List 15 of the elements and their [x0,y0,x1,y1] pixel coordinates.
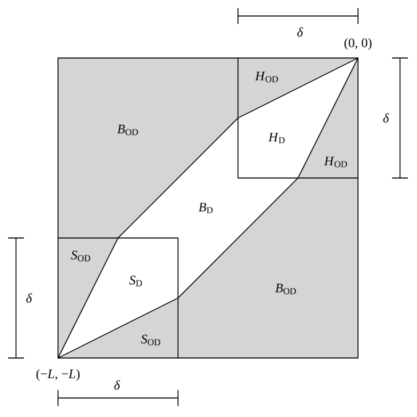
dimension-label: δ [383,113,390,123]
region-label: H$_{OD}$ [324,156,347,168]
dimension-label: δ [114,380,120,390]
region-label: B$_{D}$ [198,202,213,214]
region-label: S$_{OD}$ [141,334,160,346]
region-label: S$_{D}$ [129,276,142,286]
coordinate-label: (0, 0) [344,38,372,50]
dimension-label: δ [297,27,304,37]
region-label: H$_{D}$ [268,132,285,144]
region-label: H$_{OD}$ [255,72,278,82]
region-label: S$_{OD}$ [71,250,90,262]
dimension-label: δ [26,293,32,303]
region-label: B$_{OD}$ [275,284,296,294]
coordinate-label: (−L, −L) [36,369,80,381]
region-label: B$_{OD}$ [117,124,138,136]
